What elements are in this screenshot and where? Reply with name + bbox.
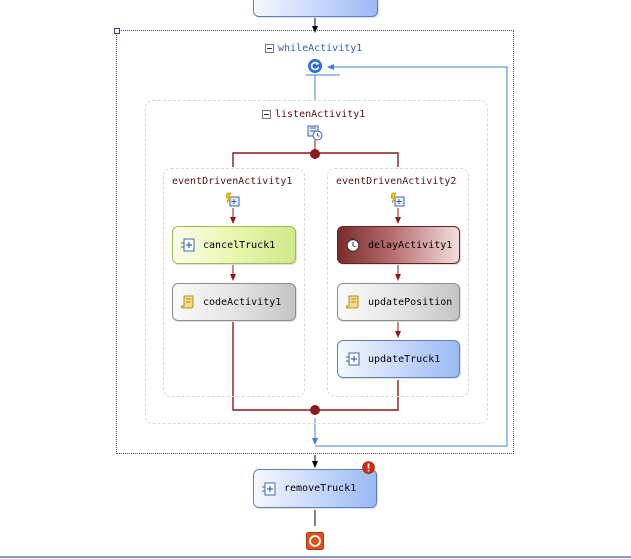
previous-activity[interactable] xyxy=(253,0,378,17)
external-method-icon xyxy=(346,352,360,366)
code-icon xyxy=(180,295,195,309)
external-method-icon xyxy=(262,482,276,496)
code-icon xyxy=(345,295,360,309)
activity-update-position[interactable]: updatePosition xyxy=(337,283,460,321)
event-driven-icon xyxy=(390,192,406,208)
listen-icon xyxy=(307,125,323,141)
event-driven-icon xyxy=(225,192,241,208)
clock-icon xyxy=(346,238,360,252)
listen-activity-label: listenActivity1 xyxy=(275,109,366,120)
event-driven-branch-1[interactable] xyxy=(163,168,305,397)
activity-label: delayActivity1 xyxy=(368,239,453,251)
activity-code-activity[interactable]: codeActivity1 xyxy=(172,283,296,321)
error-badge-icon[interactable] xyxy=(362,459,375,474)
fork-node xyxy=(310,149,320,159)
activity-cancel-truck[interactable]: cancelTruck1 xyxy=(172,226,296,264)
activity-label: updatePosition xyxy=(368,296,453,308)
loop-back-arrow xyxy=(315,64,508,447)
listen-collapse-toggle[interactable] xyxy=(262,110,271,119)
listen-activity-container[interactable] xyxy=(145,100,488,424)
activity-label: cancelTruck1 xyxy=(203,239,276,251)
event-driven-branch-2[interactable] xyxy=(327,168,469,397)
event-driven-label-1: eventDrivenActivity1 xyxy=(172,176,293,187)
external-method-icon xyxy=(181,238,195,252)
activity-label: removeTruck1 xyxy=(284,483,357,494)
activity-label: updateTruck1 xyxy=(368,353,441,365)
terminator-icon[interactable] xyxy=(306,532,324,550)
while-collapse-toggle[interactable] xyxy=(265,44,274,53)
activity-remove-truck[interactable]: removeTruck1 xyxy=(253,469,377,508)
event-driven-label-2: eventDrivenActivity2 xyxy=(336,176,457,187)
while-activity-container[interactable] xyxy=(116,30,514,454)
canvas-bottom-border xyxy=(0,556,631,558)
selection-handle[interactable] xyxy=(114,28,120,34)
loop-icon xyxy=(307,58,323,74)
activity-label: codeActivity1 xyxy=(203,296,282,308)
activity-update-truck[interactable]: updateTruck1 xyxy=(337,340,460,378)
activity-delay[interactable]: delayActivity1 xyxy=(337,226,460,264)
join-node xyxy=(310,405,320,415)
while-activity-label: whileActivity1 xyxy=(278,43,363,54)
